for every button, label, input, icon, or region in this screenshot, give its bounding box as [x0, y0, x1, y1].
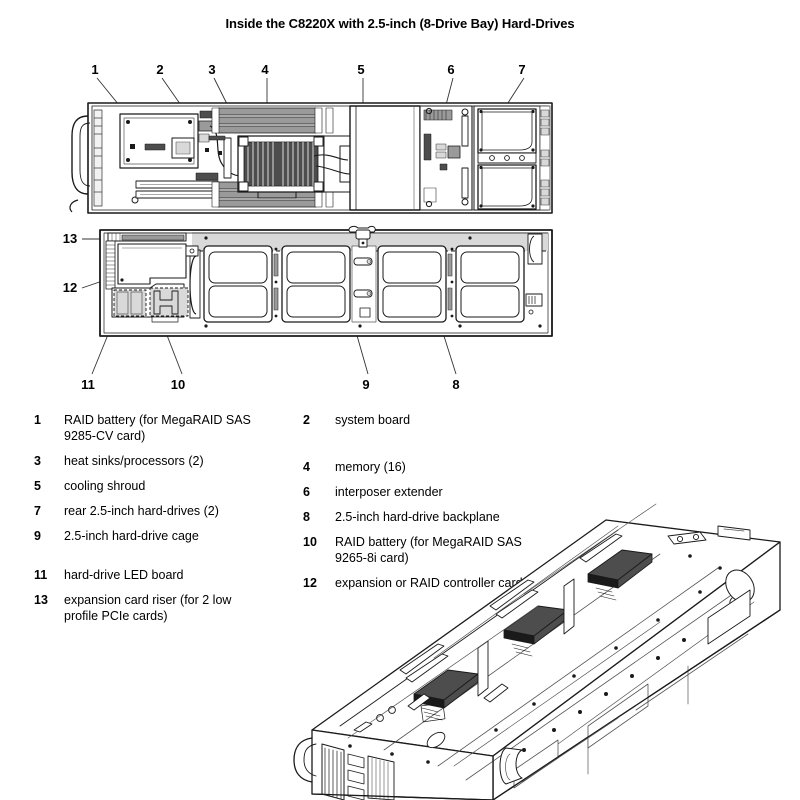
callout-5: 5	[357, 62, 364, 77]
callout-8: 8	[452, 377, 459, 392]
part-memory-dimms	[208, 107, 340, 208]
legend-label: 2.5-inch hard-drive cage	[64, 529, 199, 543]
figure-isometric-sled	[288, 498, 800, 800]
callout-4: 4	[261, 62, 269, 77]
iso-mount-plate	[667, 525, 751, 545]
legend-label: interposer extender	[335, 485, 443, 499]
part-rear-hard-drives	[473, 105, 541, 211]
callout-9: 9	[362, 377, 369, 392]
legend-label: system board	[335, 413, 411, 427]
figure-top-view-drive-cages: 13 12 11 10 9 8	[0, 222, 620, 402]
legend-column-left: 1 RAID battery (for MegaRAID SAS 9285-CV…	[34, 412, 304, 633]
legend-item-1: 1 RAID battery (for MegaRAID SAS 9285-CV…	[34, 412, 304, 444]
legend-number: 6	[303, 485, 310, 499]
legend-spacer	[303, 437, 603, 459]
iso-top-front-features	[353, 683, 509, 749]
legend-item-2: 2 system board	[303, 412, 603, 428]
legend-label: cooling shroud	[64, 479, 146, 493]
legend-item-10: 10 RAID battery (for MegaRAID SAS 9265-8…	[303, 534, 603, 566]
legend-label: 2.5-inch hard-drive backplane	[335, 510, 500, 524]
part-rear-connectors	[539, 105, 551, 211]
legend-item-5: 5 cooling shroud	[34, 478, 304, 494]
legend-label: RAID battery (for MegaRAID SAS 9265-8i c…	[335, 535, 522, 565]
part-interposer-extender	[419, 105, 473, 211]
legend-label: heat sinks/processors (2)	[64, 454, 204, 468]
legend-label: memory (16)	[335, 460, 406, 474]
callout-10: 10	[171, 377, 185, 392]
legend-label: expansion or RAID controller card	[335, 576, 523, 590]
legend-label: expansion card riser (for 2 low profile …	[64, 593, 232, 623]
legend-number: 12	[303, 576, 317, 590]
part-led-board-and-battery	[111, 283, 189, 323]
legend-number: 7	[34, 504, 41, 518]
part-system-board	[130, 110, 243, 204]
legend-item-4: 4 memory (16)	[303, 459, 603, 475]
part-heat-sinks	[237, 135, 325, 199]
legend-number: 10	[303, 535, 317, 549]
legend-item-6: 6 interposer extender	[303, 484, 603, 500]
legend-number: 8	[303, 510, 310, 524]
callout-6: 6	[447, 62, 454, 77]
legend-number: 2	[303, 413, 310, 427]
legend-item-8: 8 2.5-inch hard-drive backplane	[303, 509, 603, 525]
figure-top-view-front: 1 2 3 4 5 6 7	[0, 48, 620, 228]
iso-right-panel	[513, 589, 751, 789]
part-controller-card	[117, 243, 187, 285]
iso-backplane-connectors	[399, 533, 653, 723]
legend-item-11: 11 hard-drive LED board	[34, 567, 304, 583]
legend-item-3: 3 heat sinks/processors (2)	[34, 453, 304, 469]
page-title: Inside the C8220X with 2.5-inch (8-Drive…	[225, 16, 575, 31]
legend-item-9: 9 2.5-inch hard-drive cage	[34, 528, 304, 544]
legend-spacer	[34, 553, 304, 567]
part-cable-bracket	[185, 245, 201, 319]
callout-3: 3	[208, 62, 215, 77]
legend-number: 4	[303, 460, 310, 474]
part-hard-drive-cages	[203, 236, 542, 328]
part-right-edge-detail	[525, 233, 543, 315]
legend-number: 11	[34, 568, 48, 582]
callout-1: 1	[91, 62, 98, 77]
legend-item-13: 13 expansion card riser (for 2 low profi…	[34, 592, 304, 624]
legend-number: 3	[34, 454, 41, 468]
callout-7: 7	[518, 62, 525, 77]
callout-numbers-top: 1 2 3 4 5 6 7	[91, 62, 525, 77]
callout-13: 13	[63, 231, 77, 246]
legend-item-12: 12 expansion or RAID controller card	[303, 575, 603, 591]
callout-2: 2	[156, 62, 163, 77]
legend-number: 13	[34, 593, 48, 607]
legend-label: hard-drive LED board	[64, 568, 184, 582]
iso-front-panel	[293, 737, 395, 800]
part-expansion-card-riser	[105, 232, 187, 290]
callout-12: 12	[63, 280, 77, 295]
legend-number: 9	[34, 529, 41, 543]
legend-number: 5	[34, 479, 41, 493]
legend-number: 1	[34, 413, 41, 427]
callout-11: 11	[81, 377, 95, 392]
part-cooling-shroud	[349, 105, 421, 211]
callout-numbers-bottom: 13 12 11 10 9 8	[63, 231, 460, 392]
legend-column-right: 2 system board 4 memory (16) 6 interpose…	[303, 412, 603, 600]
legend-label: rear 2.5-inch hard-drives (2)	[64, 504, 219, 518]
part-hard-drive-backplane	[348, 225, 377, 323]
iso-cable-channel	[499, 747, 523, 785]
legend-item-7: 7 rear 2.5-inch hard-drives (2)	[34, 503, 304, 519]
iso-screw-dots	[348, 554, 738, 764]
legend-label: RAID battery (for MegaRAID SAS 9285-CV c…	[64, 413, 251, 443]
